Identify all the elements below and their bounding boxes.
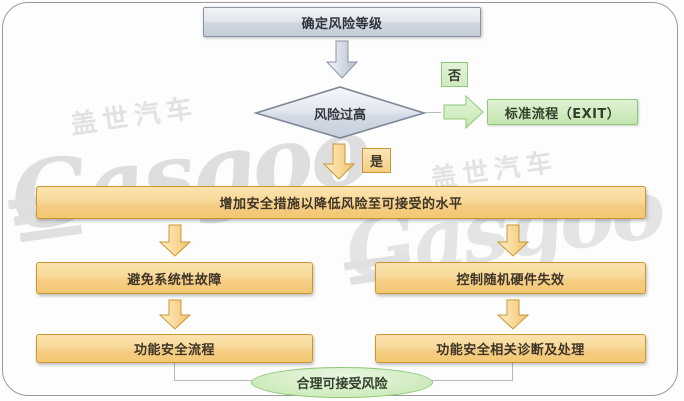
node-control-random-label: 控制随机硬件失效 [456, 272, 565, 288]
arrow-measures-to-control-random [496, 224, 530, 258]
edge-label-no: 否 [441, 62, 468, 87]
node-start-label: 确定风险等级 [301, 16, 383, 32]
edge-label-no-text: 否 [447, 69, 461, 84]
edge-label-yes-text: 是 [369, 155, 383, 170]
node-start[interactable]: 确定风险等级 [203, 7, 481, 37]
node-measures[interactable]: 增加安全措施以降低风险至可接受的水平 [36, 186, 646, 219]
arrow-avoid-systematic-to-fusa-process [158, 299, 192, 331]
node-end-label: 合理可接受风险 [296, 377, 388, 392]
node-end[interactable]: 合理可接受风险 [251, 367, 433, 398]
node-fusa-process[interactable]: 功能安全流程 [36, 334, 313, 363]
arrow-measures-to-avoid-systematic [158, 224, 192, 258]
arrow-control-random-to-fusa-diagnostics [496, 299, 530, 331]
node-exit-label: 标准流程（EXIT） [504, 106, 621, 122]
node-fusa-process-label: 功能安全流程 [133, 343, 215, 358]
edge-label-yes: 是 [362, 148, 391, 173]
arrow-decision-to-measures [322, 143, 356, 181]
arrow-start-to-decision [325, 40, 359, 80]
node-avoid-systematic-label: 避免系统性故障 [127, 272, 222, 288]
node-measures-label: 增加安全措施以降低风险至可接受的水平 [219, 197, 463, 212]
node-control-random[interactable]: 控制随机硬件失效 [375, 262, 646, 294]
connector-right-to-end-vertical [512, 362, 513, 380]
node-fusa-diagnostics[interactable]: 功能安全相关诊断及处理 [375, 334, 646, 363]
node-decision-label: 风险过高 [313, 107, 366, 123]
connector-left-to-end-horizontal [174, 380, 282, 381]
connector-right-to-end-horizontal [404, 380, 513, 381]
connector-decision-to-exit [425, 112, 441, 113]
arrow-decision-to-exit [443, 94, 485, 130]
node-fusa-diagnostics-label: 功能安全相关诊断及处理 [436, 343, 585, 358]
node-decision[interactable]: 风险过高 [254, 86, 426, 140]
connector-left-to-end-vertical [174, 362, 175, 380]
node-avoid-systematic[interactable]: 避免系统性故障 [36, 262, 313, 294]
node-exit[interactable]: 标准流程（EXIT） [487, 99, 638, 125]
